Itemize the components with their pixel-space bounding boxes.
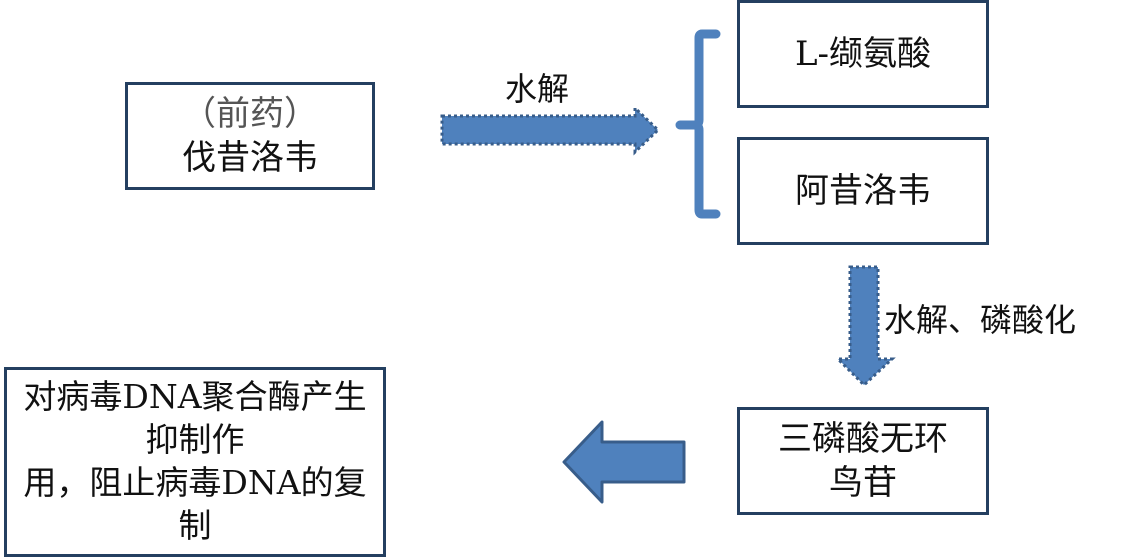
acyclovir-triphosphate-box: 三磷酸无环 鸟苷 [737,407,989,515]
effect-label-line1: 对病毒DNA聚合酶产生抑制作 [23,377,367,460]
l-valine-label: L-缬氨酸 [794,33,932,74]
valaciclovir-label: 伐昔洛韦 [182,138,318,178]
aciclovir-box: 阿昔洛韦 [737,137,989,245]
brace-icon [675,29,721,219]
hydrolysis-phosphorylation-label: 水解、磷酸化 [884,301,1077,339]
l-valine-box: L-缬氨酸 [737,0,989,108]
hydrolysis-arrow-shape [440,104,661,156]
products-brace [675,29,721,219]
prodrug-valaciclovir-box: （前药） 伐昔洛韦 [125,82,375,190]
effect-arrow-left [562,420,686,504]
hydrolysis-arrow-right [440,104,661,156]
effect-label-line2: 用，阻止病毒DNA的复制 [23,463,367,545]
phosphorylation-arrow-down [834,265,896,388]
effect-arrow-shape [562,420,686,504]
phosphorylation-arrow-shape [834,265,896,388]
antiviral-effect-box: 对病毒DNA聚合酶产生抑制作 用，阻止病毒DNA的复制 [4,367,386,557]
aciclovir-label: 阿昔洛韦 [795,170,931,211]
triphosphate-label-line2: 鸟苷 [829,463,897,503]
hydrolysis-label: 水解 [505,70,570,108]
triphosphate-label-line1: 三磷酸无环 [778,418,948,459]
prodrug-label: （前药） [182,93,318,134]
